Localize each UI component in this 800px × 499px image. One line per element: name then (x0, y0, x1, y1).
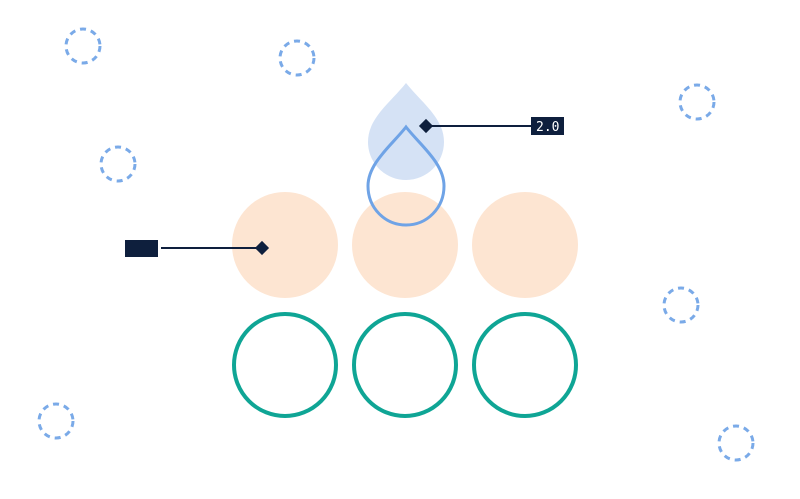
outline-circle-row (232, 312, 578, 418)
outline-circle-3 (472, 312, 578, 418)
dashed-ring-icon (717, 424, 755, 462)
dashed-ring-icon (678, 83, 716, 121)
dashed-ring-icon (99, 145, 137, 183)
dashed-ring-icon (37, 402, 75, 440)
callout-anchor-diamond (254, 240, 270, 256)
drop-fill-icon (368, 83, 444, 180)
dashed-ring-icon (662, 286, 700, 324)
dashed-ring-icon (64, 27, 102, 65)
dashed-ring-icon (278, 39, 316, 77)
filled-circle-3 (472, 192, 578, 298)
filled-circle-2 (352, 192, 458, 298)
filled-circle-1 (232, 192, 338, 298)
callout-anchor-diamond (418, 118, 434, 134)
decoration-rings (37, 27, 755, 462)
callout-label-box (125, 240, 158, 257)
callout-left (125, 240, 270, 257)
outline-circle-1 (232, 312, 338, 418)
callout-label-box (531, 117, 564, 135)
outline-circle-2 (352, 312, 458, 418)
drop-outline-icon (366, 124, 446, 227)
filled-circle-row (232, 192, 578, 298)
callout-label-text: 2.0 (536, 120, 559, 135)
callout-top-right: 2.0 (418, 117, 564, 135)
